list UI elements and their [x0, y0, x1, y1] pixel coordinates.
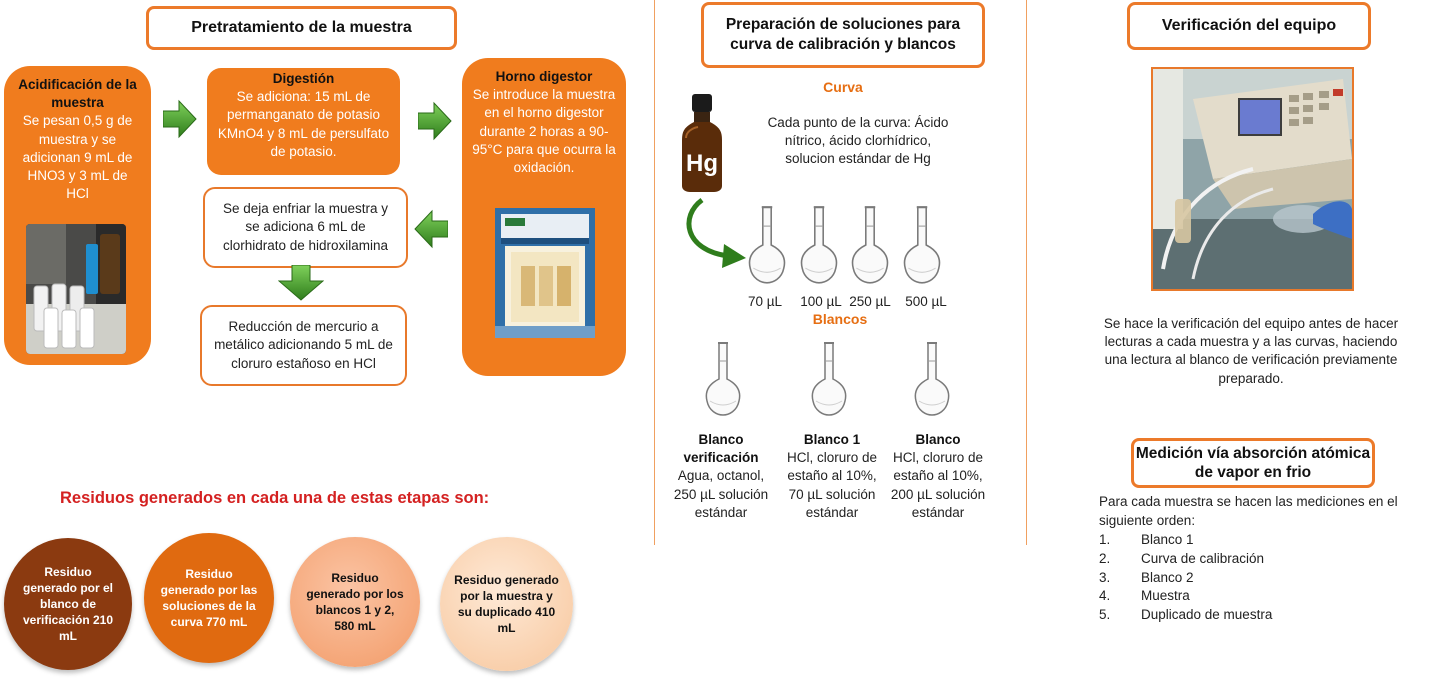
- flask-icon: [703, 338, 743, 420]
- residue-circle-sample: Residuo generado por la muestra y su dup…: [440, 537, 573, 671]
- residue-label: Residuo generado por los blancos 1 y 2, …: [306, 570, 404, 634]
- flask-icon: [798, 203, 840, 287]
- oven-photo: [495, 208, 595, 338]
- list-label: Blanco 2: [1141, 569, 1194, 585]
- cooling-text: Se deja enfriar la muestra y se adiciona…: [222, 201, 389, 253]
- sample-tubes-image: [26, 224, 126, 354]
- mercury-bottle-icon: [682, 94, 722, 192]
- curve-label: Curva: [823, 79, 863, 95]
- list-number: 1.: [1099, 531, 1111, 547]
- measurement-title: Medición vía absorción atómica de vapor …: [1131, 438, 1375, 488]
- divider-left: [654, 0, 655, 545]
- blank-verification: Blanco verificación Agua, octanol, 250 µ…: [670, 431, 772, 522]
- oven-box: Horno digestor Se introduce la muestra e…: [462, 58, 626, 376]
- list-item: 5. Duplicado de muestra: [1099, 606, 1419, 625]
- list-number: 4.: [1099, 588, 1111, 604]
- arrow-right-icon: [418, 101, 452, 141]
- residue-label: Residuo generado por el blanco de verifi…: [22, 564, 114, 644]
- list-label: Blanco 1: [1141, 531, 1194, 547]
- residue-circle-curve: Residuo generado por las soluciones de l…: [144, 533, 274, 663]
- list-item: 4. Muestra: [1099, 587, 1419, 606]
- residue-circle-blanks: Residuo generado por los blancos 1 y 2, …: [290, 537, 420, 667]
- acidification-box: Acidificación de la muestra Se pesan 0,5…: [4, 66, 151, 365]
- blank-text: HCl, cloruro de estaño al 10%, 200 µL so…: [890, 450, 986, 520]
- list-label: Muestra: [1141, 588, 1190, 604]
- verification-title: Verificación del equipo: [1127, 2, 1371, 50]
- acidification-photo: [26, 224, 126, 354]
- list-item: 3. Blanco 2: [1099, 569, 1419, 588]
- oven-text: Se introduce la muestra en el horno dige…: [472, 87, 616, 176]
- flask-icon: [809, 338, 849, 420]
- divider-right: [1026, 0, 1027, 545]
- bottle-label: Hg: [686, 150, 718, 177]
- flask-volume-label: 100 µL: [800, 294, 842, 309]
- list-item: 2. Curva de calibración: [1099, 550, 1419, 569]
- list-number: 5.: [1099, 607, 1111, 623]
- verification-text: Se hace la verificación del equipo antes…: [1103, 316, 1399, 386]
- flask-icon: [849, 203, 891, 287]
- flask-volume-label: 500 µL: [905, 294, 947, 309]
- flask-icon: [912, 338, 952, 420]
- residue-circle-verification: Residuo generado por el blanco de verifi…: [4, 538, 132, 670]
- blank-text: HCl, cloruro de estaño al 10%, 70 µL sol…: [786, 450, 878, 520]
- flask-volume-label: 250 µL: [849, 294, 891, 309]
- curve-description: Cada punto de la curva: Ácido nítrico, á…: [767, 115, 949, 167]
- verification-title-text: Verificación del equipo: [1161, 16, 1337, 34]
- list-item: 1. Blanco 1: [1099, 531, 1419, 550]
- acidification-text: Se pesan 0,5 g de muestra y se adicionan…: [22, 113, 133, 202]
- blank-1: Blanco 1 HCl, cloruro de estaño al 10%, …: [779, 431, 885, 522]
- measurement-procedure: Para cada muestra se hacen las medicione…: [1099, 493, 1419, 625]
- blank-2: Blanco HCl, cloruro de estaño al 10%, 20…: [886, 431, 990, 522]
- blanks-label: Blancos: [812, 311, 868, 327]
- blank-heading: Blanco 1: [803, 432, 861, 447]
- acidification-heading: Acidificación de la muestra: [18, 77, 137, 111]
- blank-heading: Blanco verificación: [683, 432, 759, 466]
- cooling-box: Se deja enfriar la muestra y se adiciona…: [203, 187, 408, 268]
- list-label: Curva de calibración: [1141, 550, 1265, 566]
- residue-label: Residuo generado por las soluciones de l…: [160, 566, 258, 630]
- digestion-oven-image: [495, 208, 595, 338]
- flask-volume-label: 70 µL: [747, 294, 783, 309]
- list-label: Duplicado de muestra: [1141, 607, 1273, 623]
- solutions-title-text: Preparación de soluciones para curva de …: [725, 15, 961, 53]
- curved-arrow-icon: [686, 197, 746, 268]
- reduction-box: Reducción de mercurio a metálico adicion…: [200, 305, 407, 386]
- measurement-intro: Para cada muestra se hacen las medicione…: [1099, 494, 1398, 528]
- list-number: 2.: [1099, 550, 1111, 566]
- oven-heading: Horno digestor: [495, 69, 593, 84]
- pretreatment-title-text: Pretratamiento de la muestra: [191, 18, 412, 36]
- solutions-title: Preparación de soluciones para curva de …: [701, 2, 985, 68]
- residue-label: Residuo generado por la muestra y su dup…: [454, 572, 559, 636]
- flask-icon: [901, 203, 943, 287]
- blank-text: Agua, octanol, 250 µL solución estándar: [673, 468, 769, 520]
- measurement-title-text: Medición vía absorción atómica de vapor …: [1135, 444, 1371, 481]
- digestion-heading: Digestión: [272, 71, 335, 86]
- arrow-right-icon: [163, 99, 197, 139]
- list-number: 3.: [1099, 569, 1111, 585]
- pretreatment-title: Pretratamiento de la muestra: [146, 6, 457, 50]
- blank-heading: Blanco: [915, 432, 961, 447]
- arrow-down-icon: [278, 265, 324, 301]
- reduction-text: Reducción de mercurio a metálico adicion…: [214, 319, 393, 371]
- mercury-analyzer-image: [1153, 69, 1352, 289]
- residues-title: Residuos generados en cada una de estas …: [60, 489, 490, 507]
- flask-icon: [746, 203, 788, 287]
- digestion-box: Digestión Se adiciona: 15 mL de permanga…: [207, 68, 400, 175]
- equipment-photo: [1151, 67, 1354, 291]
- digestion-text: Se adiciona: 15 mL de permanganato de po…: [217, 89, 390, 159]
- arrow-left-icon: [414, 209, 448, 249]
